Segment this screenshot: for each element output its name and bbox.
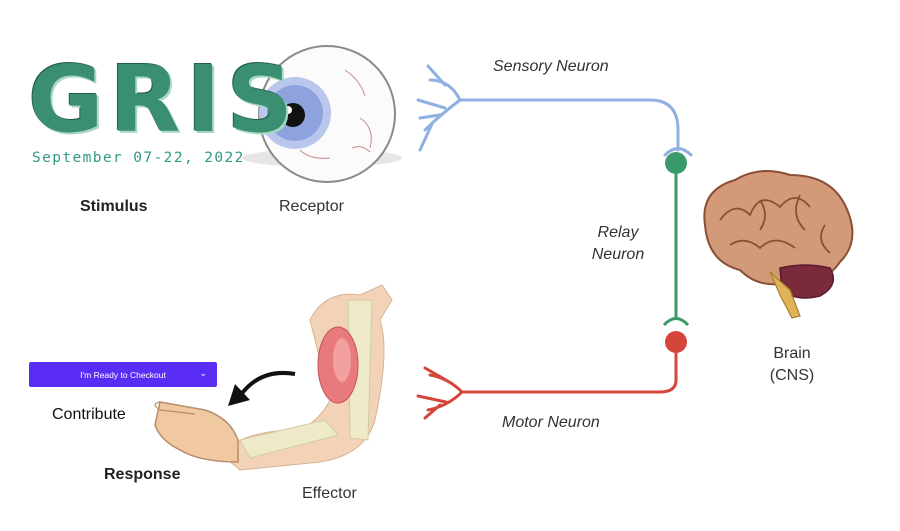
relay-neuron-label: Relay Neuron	[578, 222, 658, 266]
brain-line2: (CNS)	[769, 367, 815, 384]
relay-neuron-line1: Relay	[597, 224, 639, 241]
response-arrow-icon	[228, 371, 296, 406]
sensory-neuron-label: Sensory Neuron	[493, 58, 609, 75]
chevron-down-icon: ⌄	[199, 368, 207, 378]
relay-neuron-path	[662, 152, 690, 327]
brain-icon	[703, 170, 854, 319]
sensory-neuron-path	[416, 64, 693, 157]
eyeball-icon	[242, 45, 402, 183]
checkout-button[interactable]: I'm Ready to Checkout ⌄	[29, 362, 217, 387]
receptor-label: Receptor	[279, 198, 344, 215]
motor-neuron-label: Motor Neuron	[502, 414, 600, 431]
event-date: September 07-22, 2022	[32, 150, 245, 166]
effector-label: Effector	[302, 485, 357, 502]
pointing-hand-icon	[154, 401, 239, 463]
gris-logo: GRIS	[28, 46, 299, 153]
motor-neuron-path	[416, 331, 687, 420]
arm-effector-icon	[221, 284, 393, 471]
brain-label: Brain (CNS)	[752, 343, 832, 387]
checkout-button-label: I'm Ready to Checkout	[80, 369, 166, 380]
relay-neuron-line2: Neuron	[591, 246, 645, 263]
stimulus-label: Stimulus	[80, 198, 148, 215]
response-label: Response	[104, 466, 181, 483]
brain-line1: Brain	[773, 345, 811, 362]
contribute-link[interactable]: Contribute	[52, 406, 126, 423]
